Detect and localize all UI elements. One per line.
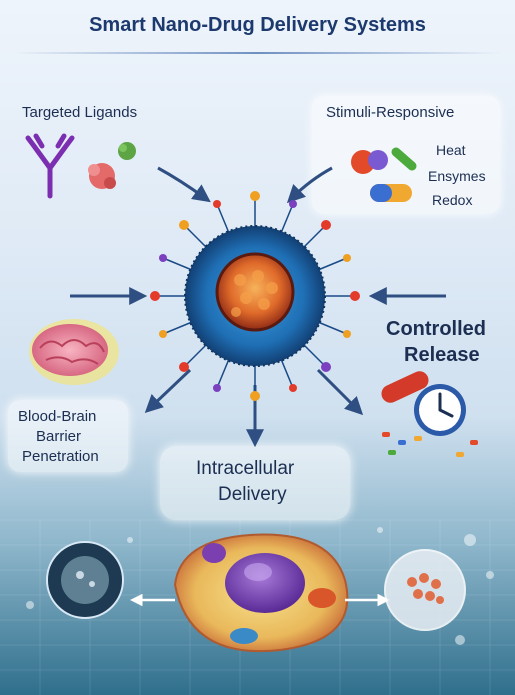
arrow-to-bbb	[144, 368, 192, 413]
label-penetration: Penetration	[22, 448, 99, 465]
intracellular-card	[160, 446, 350, 520]
title-divider	[14, 52, 501, 54]
pill-confetti	[382, 432, 478, 457]
label-release: Release	[404, 344, 480, 366]
nanoparticle	[150, 191, 360, 401]
capsule-cluster-icon	[351, 147, 417, 202]
protein-blob-icon	[88, 163, 116, 189]
arrow-from-stimuli	[286, 166, 333, 204]
label-enzymes: Ensymes	[428, 168, 486, 184]
flow-arrows	[70, 166, 446, 448]
nanoparticle-core	[215, 252, 295, 332]
label-blood-brain: Blood-Brain	[18, 408, 97, 425]
arrow-to-release	[316, 368, 364, 416]
surface-ligands	[150, 191, 360, 401]
label-controlled: Controlled	[386, 318, 486, 340]
left-vesicle	[46, 541, 124, 619]
green-ligand-icon	[118, 142, 136, 160]
label-intracellular: Intracellular	[196, 458, 295, 479]
label-redox: Redox	[432, 192, 473, 208]
cell-nucleus	[225, 553, 305, 613]
label-barrier: Barrier	[36, 428, 82, 445]
label-stimuli-responsive: Stimuli-Responsive	[326, 104, 455, 121]
brain-icon	[29, 319, 119, 385]
pill-icon	[381, 371, 429, 403]
page-title: Smart Nano-Drug Delivery Systems	[89, 14, 426, 36]
label-heat: Heat	[436, 142, 466, 158]
clock-icon	[414, 384, 466, 436]
bokeh-lights	[26, 527, 494, 645]
target-cell	[173, 533, 349, 653]
bbb-card	[8, 400, 128, 472]
right-vesicle	[384, 549, 466, 631]
arrow-from-ligands	[157, 166, 211, 203]
antibody-icon	[25, 133, 75, 199]
label-delivery: Delivery	[218, 484, 287, 505]
label-targeted-ligands: Targeted Ligands	[22, 104, 138, 121]
